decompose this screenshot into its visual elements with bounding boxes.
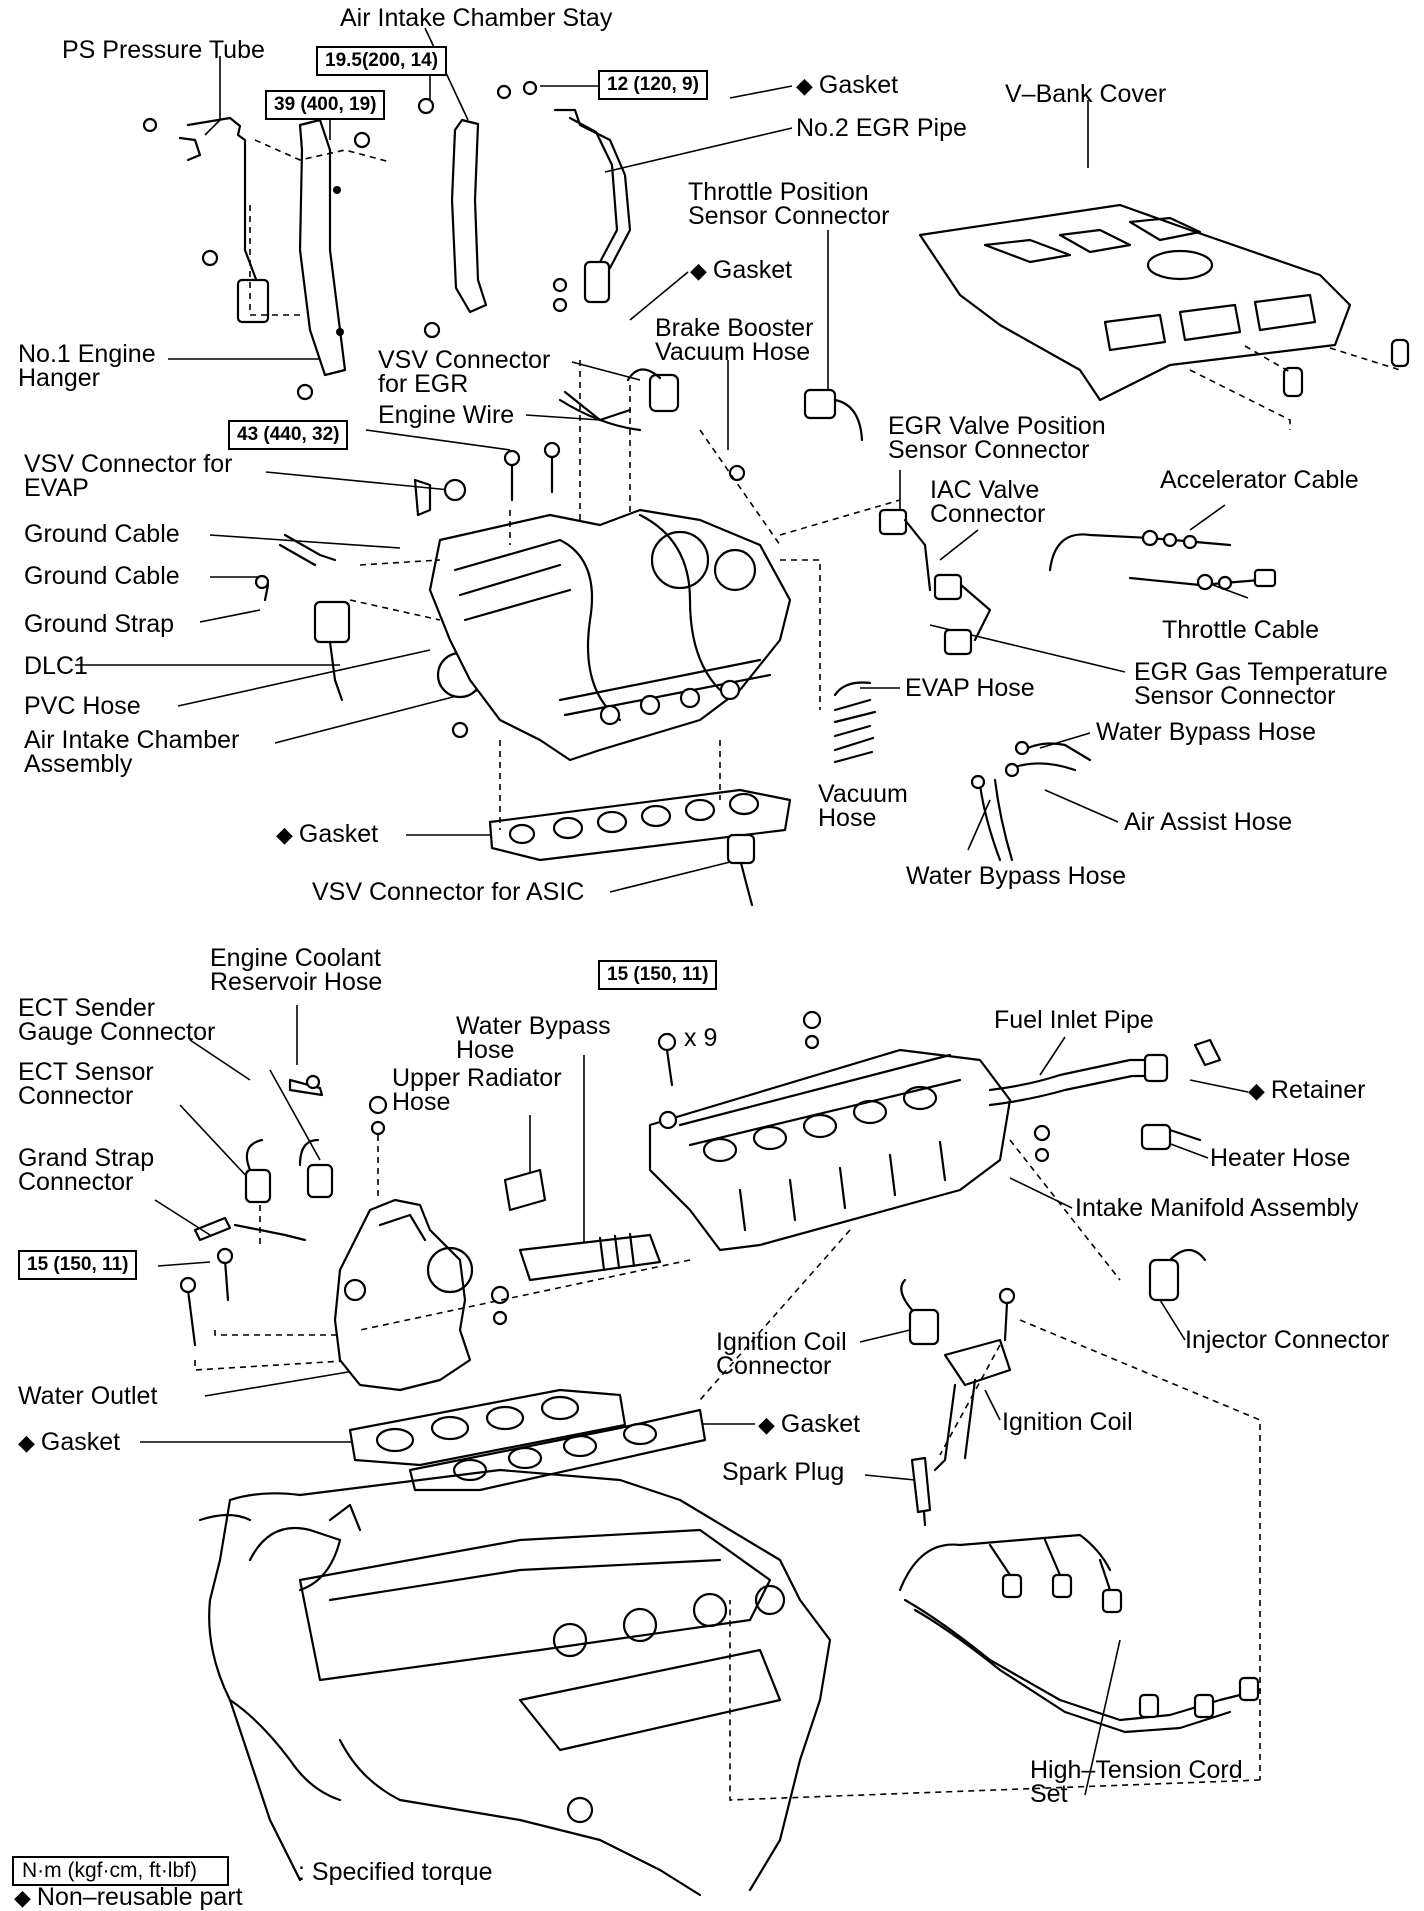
torque-badge: 12 (120, 9) bbox=[598, 70, 708, 100]
label-ect-sensor-connector: ECT Sensor Connector bbox=[18, 1058, 154, 1110]
legend-nonreusable: ◆Non–reusable part bbox=[14, 1883, 243, 1911]
label-intake-manifold-assembly: Intake Manifold Assembly bbox=[1075, 1194, 1359, 1222]
label-gasket: ◆Gasket bbox=[690, 256, 793, 284]
label-brake-booster-vacuum-hose: Brake Booster Vacuum Hose bbox=[655, 314, 814, 366]
non-reusable-icon: ◆ bbox=[276, 822, 293, 847]
label-v-bank-cover: V–Bank Cover bbox=[1005, 80, 1167, 108]
label-ignition-coil-connector: Ignition Coil Connector bbox=[716, 1328, 847, 1380]
non-reusable-icon: ◆ bbox=[18, 1430, 35, 1455]
label-no2-egr-pipe: No.2 EGR Pipe bbox=[796, 114, 967, 142]
label-air-intake-chamber-stay: Air Intake Chamber Stay bbox=[340, 4, 613, 32]
label-gasket: ◆Gasket bbox=[18, 1428, 121, 1456]
label-injector-connector: Injector Connector bbox=[1185, 1326, 1390, 1354]
label-grand-strap-connector: Grand Strap Connector bbox=[18, 1144, 155, 1196]
label-evap-hose: EVAP Hose bbox=[905, 674, 1035, 702]
label-water-bypass-hose: Water Bypass Hose bbox=[1096, 718, 1316, 746]
label-throttle-cable: Throttle Cable bbox=[1162, 616, 1320, 644]
label-ground-cable: Ground Cable bbox=[24, 562, 180, 590]
label-ignition-coil: Ignition Coil bbox=[1002, 1408, 1133, 1436]
label-water-bypass-hose: Water Bypass Hose bbox=[456, 1012, 611, 1064]
label-gasket: ◆Gasket bbox=[276, 820, 379, 848]
label-ground-strap: Ground Strap bbox=[24, 610, 175, 638]
non-reusable-icon: ◆ bbox=[14, 1885, 31, 1910]
label-fuel-inlet-pipe: Fuel Inlet Pipe bbox=[994, 1006, 1154, 1034]
label-vsv-connector-evap: VSV Connector for EVAP bbox=[24, 450, 233, 502]
label-bolt-count: x 9 bbox=[684, 1024, 718, 1052]
label-vsv-connector-asic: VSV Connector for ASIC bbox=[312, 878, 585, 906]
lower-leader-lines bbox=[140, 1005, 1249, 1796]
label-egr-gas-temperature-sensor: EGR Gas Temperature Sensor Connector bbox=[1134, 658, 1388, 710]
label-dlc1: DLC1 bbox=[24, 652, 88, 680]
label-iac-valve-connector: IAC Valve Connector bbox=[930, 476, 1046, 528]
label-engine-coolant-reservoir-hose: Engine Coolant Reservoir Hose bbox=[210, 944, 383, 996]
lower-parts bbox=[179, 1010, 1262, 1897]
label-accelerator-cable: Accelerator Cable bbox=[1160, 466, 1359, 494]
torque-badge: 43 (440, 32) bbox=[228, 420, 349, 450]
label-spark-plug: Spark Plug bbox=[722, 1458, 845, 1486]
label-gasket: ◆Gasket bbox=[758, 1410, 861, 1438]
upper-parts bbox=[142, 80, 1410, 907]
label-gasket: ◆Gasket bbox=[796, 71, 899, 99]
torque-badge: 15 (150, 11) bbox=[598, 960, 718, 990]
label-engine-wire: Engine Wire bbox=[378, 401, 515, 429]
label-vsv-connector-egr: VSV Connector for EGR bbox=[378, 346, 551, 398]
label-throttle-position-sensor: Throttle Position Sensor Connector bbox=[688, 178, 890, 230]
label-high-tension-cord-set: High–Tension Cord Set bbox=[1030, 1756, 1243, 1808]
legend-torque-text: : Specified torque bbox=[298, 1858, 493, 1886]
label-retainer: ◆Retainer bbox=[1248, 1076, 1366, 1104]
torque-badge: 39 (400, 19) bbox=[265, 90, 386, 120]
label-vacuum-hose: Vacuum Hose bbox=[818, 780, 908, 832]
label-upper-radiator-hose: Upper Radiator Hose bbox=[392, 1064, 562, 1116]
label-water-bypass-hose: Water Bypass Hose bbox=[906, 862, 1126, 890]
non-reusable-icon: ◆ bbox=[1248, 1078, 1265, 1103]
label-ps-pressure-tube: PS Pressure Tube bbox=[62, 36, 265, 64]
label-no1-engine-hanger: No.1 Engine Hanger bbox=[18, 340, 156, 392]
label-ground-cable: Ground Cable bbox=[24, 520, 180, 548]
label-pvc-hose: PVC Hose bbox=[24, 692, 141, 720]
non-reusable-icon: ◆ bbox=[758, 1412, 775, 1437]
torque-badge: 15 (150, 11) bbox=[18, 1250, 138, 1280]
label-ect-sender-gauge-connector: ECT Sender Gauge Connector bbox=[18, 994, 216, 1046]
label-air-assist-hose: Air Assist Hose bbox=[1124, 808, 1293, 836]
label-egr-valve-position-sensor: EGR Valve Position Sensor Connector bbox=[888, 412, 1106, 464]
label-air-intake-chamber-assembly: Air Intake Chamber Assembly bbox=[24, 726, 240, 778]
non-reusable-icon: ◆ bbox=[796, 73, 813, 98]
label-heater-hose: Heater Hose bbox=[1210, 1144, 1351, 1172]
legend-torque-box: N·m (kgf·cm, ft·lbf) bbox=[12, 1856, 229, 1886]
non-reusable-icon: ◆ bbox=[690, 258, 707, 283]
torque-badge: 19.5(200, 14) bbox=[316, 46, 448, 76]
label-water-outlet: Water Outlet bbox=[18, 1382, 158, 1410]
